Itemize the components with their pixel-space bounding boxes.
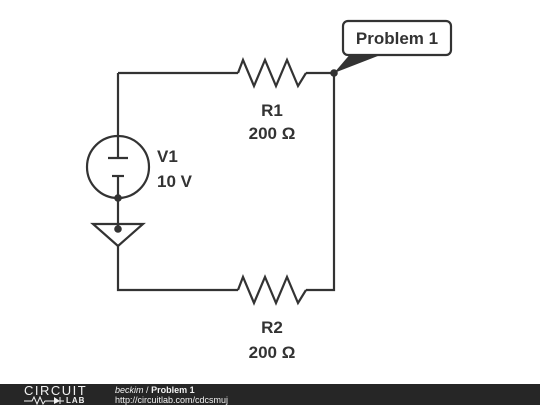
callout-box xyxy=(341,19,453,57)
bottom-left-wire xyxy=(116,246,238,292)
logo-text-lab: LAB xyxy=(66,396,86,405)
top-right-wire xyxy=(306,71,336,292)
circuit-title-link[interactable]: Problem 1 xyxy=(151,385,195,395)
circuit-schematic: Problem 1 R1 200 Ω V1 10 V R2 200 Ω xyxy=(85,19,453,362)
logo-resistor-icon xyxy=(24,396,64,405)
circuit-url-link[interactable]: http://circuitlab.com/cdcsmuj xyxy=(115,395,229,405)
footer-bar: CIRCUIT LAB beckim / Problem 1 http://ci… xyxy=(0,384,540,405)
r1-name-label: R1 xyxy=(261,101,283,120)
node-dot-ground xyxy=(114,225,122,233)
circuitlab-logo[interactable]: CIRCUIT LAB xyxy=(22,384,96,405)
callout-pointer xyxy=(334,52,388,73)
v1-name-label: V1 xyxy=(157,147,178,166)
node-dot-v1 xyxy=(114,194,122,202)
author-link[interactable]: beckim xyxy=(115,385,144,395)
logo-text-circuit: CIRCUIT xyxy=(24,383,88,398)
v1-value-label: 10 V xyxy=(157,172,193,191)
ground-symbol xyxy=(90,222,146,248)
resistor-r2 xyxy=(236,274,307,306)
voltage-source-v1 xyxy=(85,134,151,200)
r1-value-label: 200 Ω xyxy=(249,124,296,143)
top-left-wire xyxy=(116,71,238,136)
breadcrumb-separator: / xyxy=(146,385,149,395)
circuit-meta: beckim / Problem 1 http://circuitlab.com… xyxy=(115,385,228,405)
r2-name-label: R2 xyxy=(261,318,283,337)
r2-value-label: 200 Ω xyxy=(249,343,296,362)
callout-label: Problem 1 xyxy=(356,29,438,48)
resistor-r1 xyxy=(236,57,307,89)
